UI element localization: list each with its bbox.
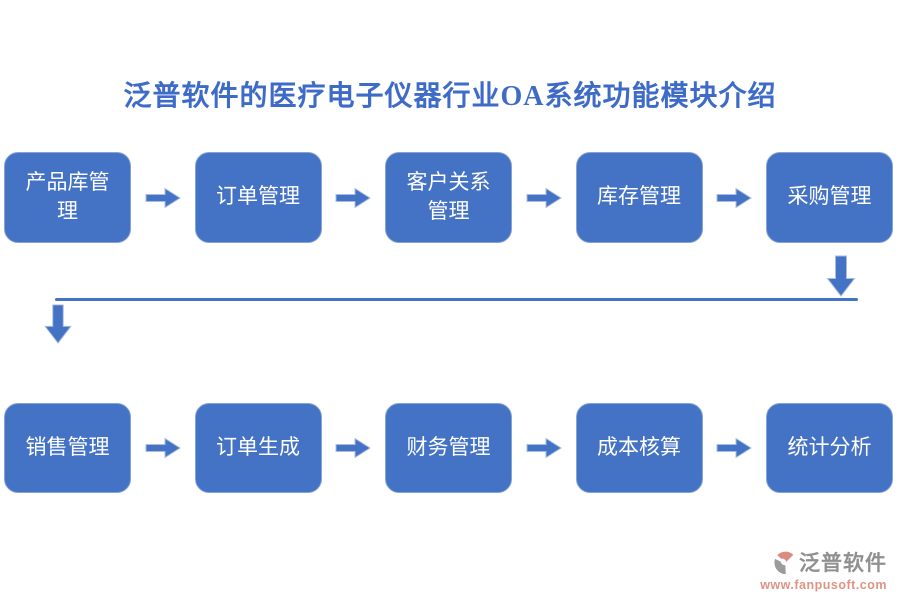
flow-node-product-library: 产品库管理 (4, 152, 131, 243)
right-arrow-icon (526, 437, 562, 459)
flow-node-statistical-analysis: 统计分析 (766, 403, 893, 493)
flow-node-label: 客户关系管理 (406, 170, 491, 223)
flow-row-bottom: 销售管理 订单生成 财务管理 成本核算 统计分析 (4, 403, 893, 493)
flow-node-order-management: 订单管理 (194, 152, 322, 243)
right-arrow-icon (335, 437, 372, 459)
flow-node-finance-management: 财务管理 (385, 403, 512, 493)
flow-node-label: 销售管理 (25, 435, 110, 459)
right-arrow-icon (716, 187, 753, 208)
right-arrow-icon (145, 187, 181, 208)
flow-node-label: 采购管理 (787, 185, 872, 209)
brand-url: www.fanpusoft.com (760, 578, 887, 592)
brand-row: 泛普软件 (760, 547, 887, 577)
right-arrow-icon (335, 187, 372, 208)
down-arrow-icon (826, 255, 856, 297)
flow-node-label: 订单管理 (216, 185, 300, 209)
brand-name: 泛普软件 (799, 551, 887, 575)
flow-row-top: 产品库管理 订单管理 客户关系管理 库存管理 采购管理 (4, 152, 893, 243)
flow-node-label: 成本核算 (597, 435, 681, 459)
flow-node-label: 财务管理 (406, 435, 491, 459)
flow-node-label: 产品库管理 (25, 170, 110, 223)
flow-node-procurement-management: 采购管理 (766, 152, 893, 243)
flow-node-label: 统计分析 (787, 435, 872, 459)
flow-node-label: 订单生成 (216, 435, 300, 459)
right-arrow-icon (526, 187, 562, 208)
flow-node-inventory-management: 库存管理 (575, 152, 703, 243)
flow-node-customer-relations: 客户关系管理 (385, 152, 512, 243)
flow-node-order-generation: 订单生成 (194, 403, 322, 493)
right-arrow-icon (716, 437, 753, 459)
flow-node-sales-management: 销售管理 (4, 403, 131, 493)
brand-watermark: 泛普软件 www.fanpusoft.com (760, 547, 887, 592)
flow-node-cost-accounting: 成本核算 (575, 403, 703, 493)
fanpu-logo-icon (774, 551, 794, 574)
right-arrow-icon (145, 437, 181, 459)
page-title: 泛普软件的医疗电子仪器行业OA系统功能模块介绍 (123, 81, 777, 112)
down-arrow-icon (44, 304, 72, 344)
flow-node-label: 库存管理 (597, 185, 681, 209)
connector-line (55, 298, 858, 301)
